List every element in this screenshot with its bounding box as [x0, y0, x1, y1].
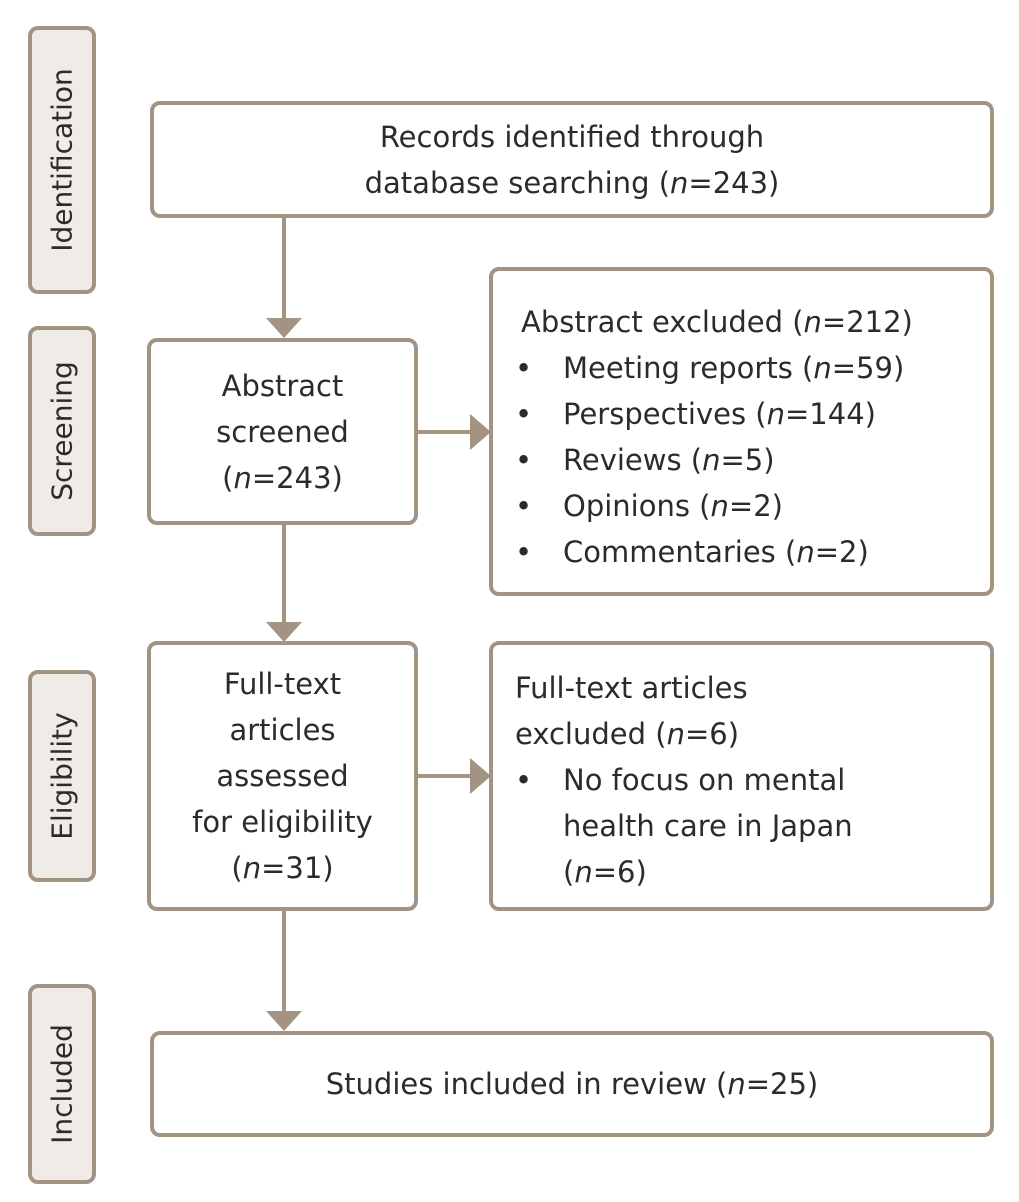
item-label: Opinions (	[563, 489, 711, 523]
n-symbol: n	[803, 305, 822, 339]
records-identified-prefix: database searching (	[364, 165, 671, 200]
exclusion-reason-line2: health care in Japan	[563, 809, 853, 843]
list-item: • Meeting reports (n=59)	[515, 345, 990, 391]
paren-open: (	[222, 460, 234, 495]
paren-open: (	[563, 855, 575, 889]
phase-eligibility: Eligibility	[28, 670, 96, 882]
fulltext-excluded-box: Full-text articles excluded (n=6) • No f…	[489, 641, 994, 911]
item-count: =2)	[728, 489, 783, 523]
n-symbol: n	[796, 535, 815, 569]
studies-included-prefix: Studies included in review (	[325, 1067, 728, 1101]
records-identified-line2: database searching (n=243)	[365, 160, 780, 206]
abstract-excluded-box: Abstract excluded (n=212) •Meeting repor…	[489, 267, 994, 596]
item-count: =59)	[831, 351, 905, 385]
n-symbol: n	[727, 1067, 746, 1101]
list-item: • Perspectives (n=144)	[515, 391, 990, 437]
n-symbol: n	[233, 460, 252, 495]
studies-included-text: Studies included in review (n=25)	[326, 1061, 819, 1107]
fulltext-assessed-line5: (n=31)	[192, 845, 373, 891]
fulltext-assessed-line3: assessed	[216, 759, 349, 793]
fulltext-excluded-line1: Full-text articles	[515, 671, 748, 705]
list-item: • No focus on mental health care in Japa…	[515, 757, 990, 895]
arrowhead-down-icon	[266, 1011, 302, 1031]
phase-identification: Identification	[28, 26, 96, 294]
n-symbol: n	[670, 165, 689, 200]
item-label: Meeting reports (	[563, 351, 814, 385]
abstract-screened-line1: Abstract	[221, 368, 344, 403]
n-symbol: n	[710, 489, 729, 523]
abstract-screened-line2: screened	[216, 414, 349, 449]
exclusion-reason-line1: No focus on mental	[563, 763, 846, 797]
abstract-screened-box: Abstract screened (n=243)	[147, 338, 418, 525]
arrowhead-down-icon	[266, 318, 302, 338]
abstract-excluded-count: =212)	[821, 305, 913, 339]
phase-screening: Screening	[28, 326, 96, 536]
fulltext-assessed-line4: for eligibility	[192, 805, 373, 839]
bullet-icon: •	[515, 535, 533, 569]
item-count: =5)	[720, 443, 775, 477]
item-label: Commentaries (	[563, 535, 797, 569]
abstract-screened-count: =243)	[251, 460, 343, 495]
paren-open: (	[231, 851, 243, 885]
fulltext-excluded-prefix: excluded (	[515, 717, 667, 751]
fulltext-excluded-count: =6)	[684, 717, 740, 751]
bullet-icon: •	[515, 763, 533, 797]
fulltext-assessed-box: Full-text articles assessed for eligibil…	[147, 641, 418, 911]
n-symbol: n	[242, 851, 262, 885]
abstract-screened-line3: (n=243)	[216, 455, 349, 501]
bullet-icon: •	[515, 351, 533, 385]
list-item: • Commentaries (n=2)	[515, 529, 990, 575]
studies-included-box: Studies included in review (n=25)	[150, 1031, 994, 1137]
arrowhead-down-icon	[266, 622, 302, 642]
records-identified-line1: Records identified through	[379, 119, 765, 154]
item-count: =144)	[785, 397, 876, 431]
bullet-icon: •	[515, 443, 533, 477]
fulltext-assessed-count: =31)	[261, 851, 334, 885]
abstract-excluded-prefix: Abstract excluded (	[521, 305, 804, 339]
records-identified-box: Records identified through database sear…	[150, 101, 994, 218]
n-symbol: n	[702, 443, 721, 477]
fulltext-assessed-line1: Full-text	[223, 667, 342, 701]
bullet-icon: •	[515, 397, 533, 431]
arrowhead-right-icon	[470, 414, 491, 450]
exclusion-reason-line3: (n=6)	[563, 849, 990, 895]
list-item: • Reviews (n=5)	[515, 437, 990, 483]
item-label: Reviews (	[563, 443, 703, 477]
n-symbol: n	[813, 351, 832, 385]
fulltext-excluded-line2: excluded (n=6)	[515, 711, 990, 757]
bullet-icon: •	[515, 489, 533, 523]
item-count: =2)	[814, 535, 869, 569]
phase-included: Included	[28, 984, 96, 1184]
exclusion-reason-count: =6)	[592, 855, 647, 889]
abstract-excluded-heading: Abstract excluded (n=212)	[515, 299, 990, 345]
list-item: • Opinions (n=2)	[515, 483, 990, 529]
fulltext-assessed-line2: articles	[229, 713, 336, 747]
arrowhead-right-icon	[470, 758, 491, 794]
item-label: Perspectives (	[563, 397, 767, 431]
n-symbol: n	[666, 717, 685, 751]
n-symbol: n	[574, 855, 593, 889]
studies-included-count: =25)	[745, 1067, 819, 1101]
n-symbol: n	[766, 397, 785, 431]
records-identified-count: =243)	[688, 165, 780, 200]
